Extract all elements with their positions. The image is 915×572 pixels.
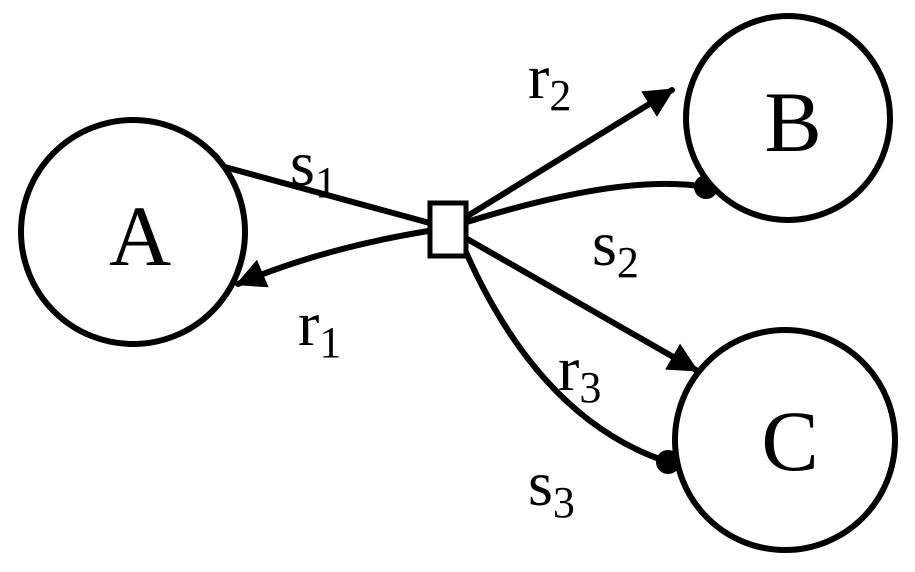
edge-label-r1-sub: 1 xyxy=(319,318,341,367)
edge-label-r3-base: r xyxy=(558,333,579,404)
node-b: B xyxy=(683,13,893,223)
node-a-circle xyxy=(18,117,248,347)
edge-label-r1-base: r xyxy=(298,288,319,359)
edge-label-s3-sub: 3 xyxy=(553,478,575,527)
edge-label-r2-base: r xyxy=(528,41,549,112)
edge-label-s2-base: s xyxy=(592,208,617,279)
edge-label-s3-base: s xyxy=(528,448,553,519)
edge-label-s3: s3 xyxy=(528,448,575,527)
edge-label-s2: s2 xyxy=(592,208,639,287)
edge-label-s1-base: s xyxy=(290,128,315,199)
node-a: A xyxy=(18,117,248,347)
node-c-circle xyxy=(672,327,898,553)
edge-label-r2: r2 xyxy=(528,41,571,120)
edge-r3 xyxy=(445,225,699,373)
node-c-label: C xyxy=(761,393,818,489)
edge-s1 xyxy=(207,160,451,231)
hub-square xyxy=(427,200,469,259)
edge-label-s2-sub: 2 xyxy=(617,238,639,287)
node-b-label: B xyxy=(764,74,821,170)
edge-label-r3: r3 xyxy=(558,333,601,412)
node-b-circle xyxy=(683,13,893,223)
node-a-label: A xyxy=(109,188,171,284)
edge-s3 xyxy=(462,247,671,465)
edge-s2 xyxy=(445,180,709,231)
edge-r1 xyxy=(235,225,451,288)
edge-label-r3-sub: 3 xyxy=(579,363,601,412)
edge-label-s1: s1 xyxy=(290,128,337,207)
edge-label-s1-sub: 1 xyxy=(315,158,337,207)
node-c: C xyxy=(672,327,898,553)
edge-label-r1: r1 xyxy=(298,288,341,367)
edge-label-r2-sub: 2 xyxy=(549,71,571,120)
edge-r2 xyxy=(445,87,675,231)
